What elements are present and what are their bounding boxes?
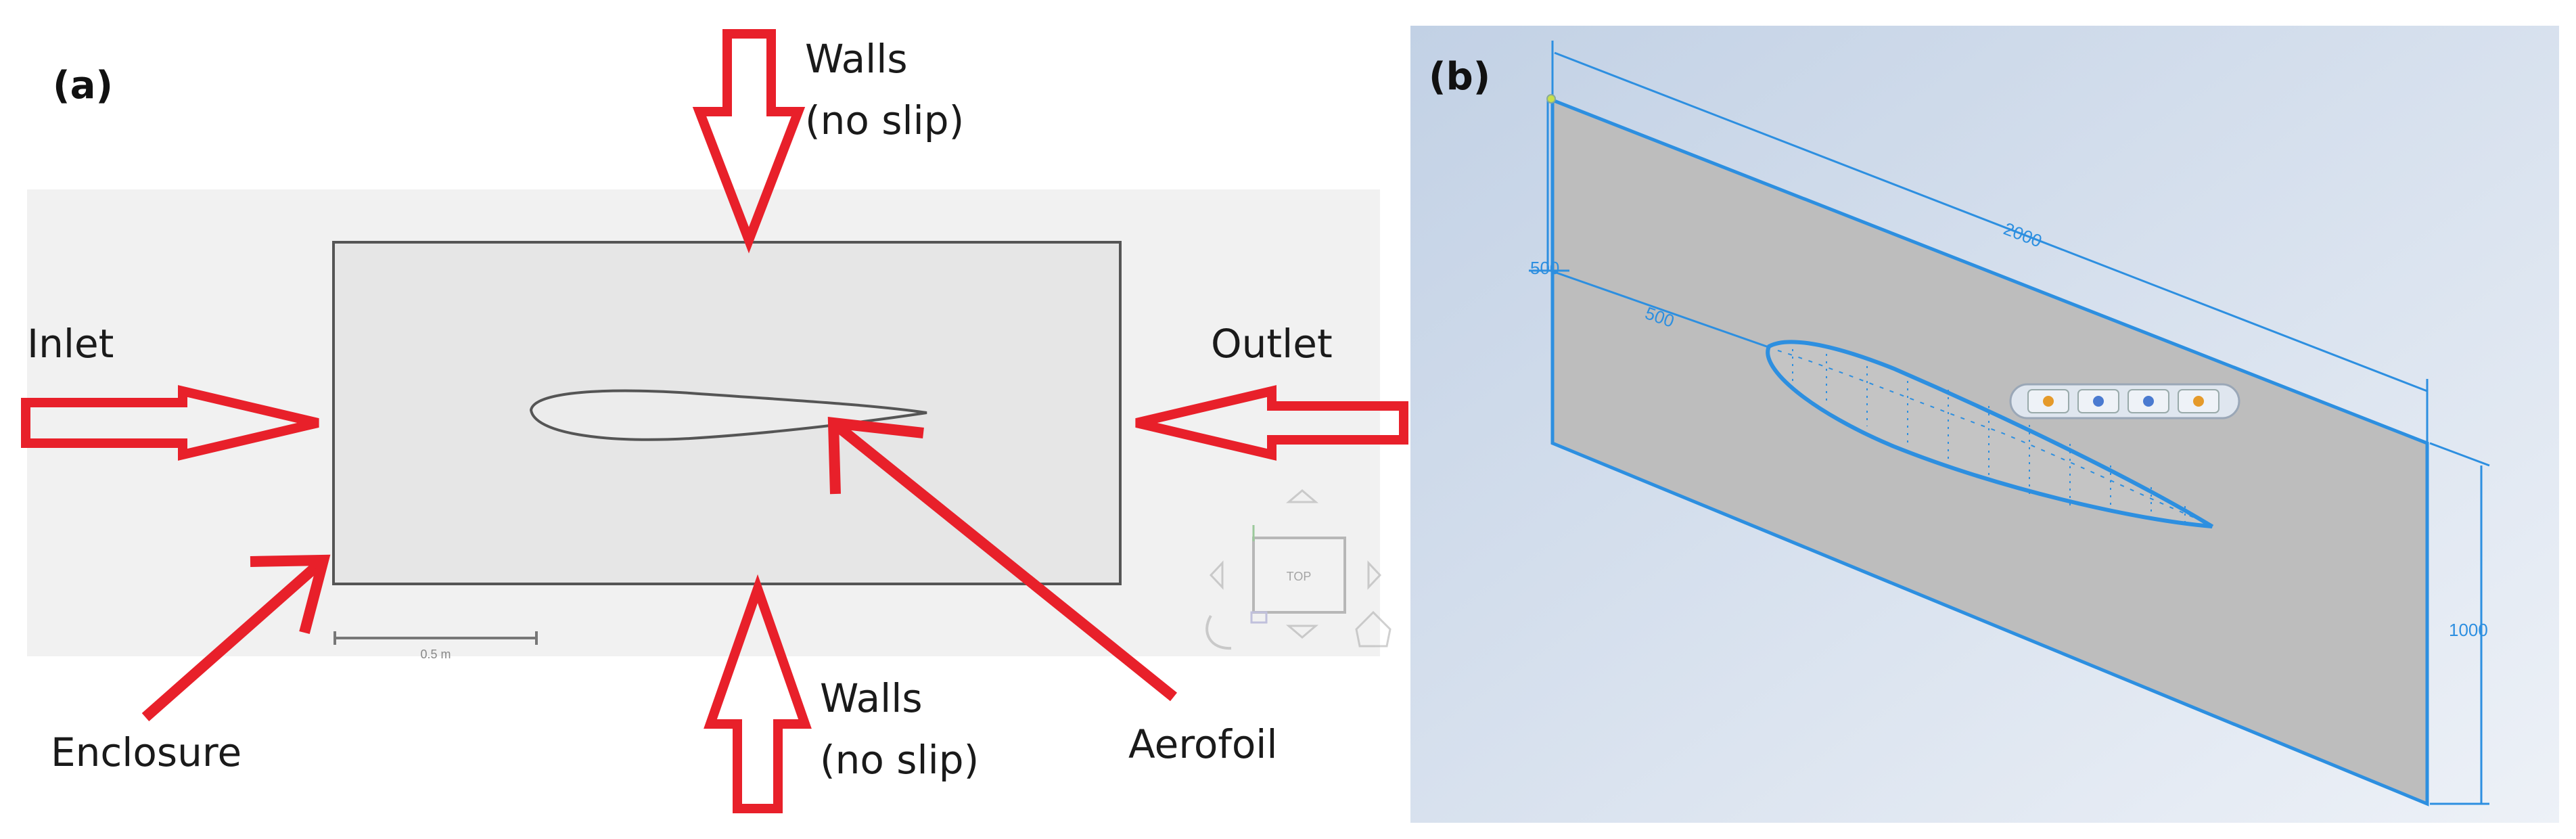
arrow-enclosure [141,554,331,721]
vertex-marker[interactable] [1546,94,1556,104]
dimension-height [2429,442,2490,805]
dimension-offset [1529,100,1773,350]
aerofoil-sketch [1766,340,2213,528]
toolbar-icon-4 [2193,396,2204,407]
dimension-offset-left-text: 500 [1530,258,1559,278]
walls-top-line1: Walls [805,36,908,82]
arrow-top-walls [692,29,806,254]
aerofoil-sketch-points [1792,342,2186,525]
aerofoil-camber [1777,350,2216,527]
walls-top-line2: (no slip) [805,97,964,143]
toolbar-icon-3 [2143,396,2154,407]
panel-a-label: (a) [53,64,113,108]
enclosure-label: Enclosure [51,729,242,775]
walls-bottom-line1: Walls [820,675,923,721]
panel-b: 2000 1000 500 500 [1410,26,2559,823]
arrow-inlet [21,385,319,461]
toolbar-icon-2 [2093,396,2104,407]
dimension-height-text: 1000 [2449,620,2488,640]
scale-bar: 0.5 m [334,631,538,661]
constraint-toolbar[interactable] [2009,383,2240,420]
view-cube[interactable]: TOP [1205,489,1392,650]
arrow-outlet [1135,385,1408,461]
scale-bar-text: 0.5 m [420,648,451,661]
arrow-aerofoil [827,417,1178,702]
walls-bottom-line2: (no slip) [820,737,979,783]
inlet-label: Inlet [27,321,114,367]
aerofoil-shape [529,389,927,441]
arrow-bottom-walls [704,574,812,813]
outlet-label: Outlet [1211,321,1333,367]
dimension-length [1551,41,2429,443]
panel-a: 0.5 m TOP [21,29,1408,813]
panel-b-label: (b) [1429,55,1490,99]
aerofoil-label: Aerofoil [1128,721,1278,767]
toolbar-icon-1 [2043,396,2054,407]
view-cube-label: TOP [1287,570,1312,583]
